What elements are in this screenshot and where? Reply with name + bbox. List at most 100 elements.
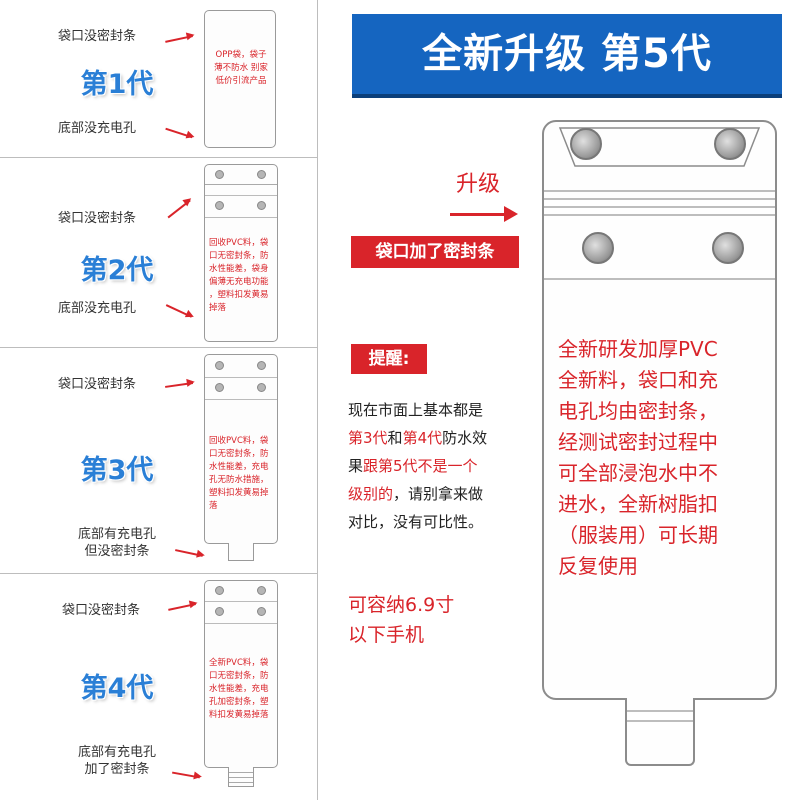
upgrade-arrow-icon	[450, 206, 518, 222]
gen4-note-bottom-line1: 底部有充电孔	[77, 745, 156, 760]
reminder-and: 和	[387, 429, 403, 447]
seal-stripe	[544, 190, 775, 192]
pouch-line: 回收PVC料，袋	[209, 238, 269, 248]
gen5-pouch-flap	[558, 127, 761, 167]
pouch-line: 孔无防水措施，	[209, 475, 269, 485]
pouch-line: 水性能差，袋身	[209, 264, 269, 274]
reminder-gen4: 第4代	[402, 429, 443, 447]
description-line: 进水，全新树脂扣	[558, 492, 718, 516]
gen2-arrow-bottom	[165, 304, 193, 318]
gen1-note-bottom: 底部没充电孔	[58, 121, 137, 136]
gen3-pouch: 回收PVC料，袋 口无密封条，防 水性能差，充电 孔无防水措施， 塑料扣发黄易掉…	[204, 354, 278, 544]
seal-stripe	[544, 198, 775, 200]
capacity-line: 可容纳6.9寸	[348, 594, 455, 616]
reminder-line: 第3代和第4代防水效	[348, 424, 528, 452]
headline-banner: 全新升级 第5代	[352, 14, 782, 94]
snap-button-icon	[257, 361, 266, 370]
gen1-arrow-bottom	[165, 127, 193, 138]
gen5-description: 全新研发加厚PVC 全新料，袋口和充 电孔均由密封条， 经测试密封过程中 可全部…	[558, 334, 764, 582]
seal-stripe	[627, 720, 693, 722]
gen3-pouch-text: 回收PVC料，袋 口无密封条，防 水性能差，充电 孔无防水措施， 塑料扣发黄易掉…	[209, 435, 277, 513]
description-line: 可全部浸泡水中不	[558, 461, 718, 485]
description-line: 经测试密封过程中	[558, 430, 718, 454]
reminder-line: 对比，没有可比性。	[348, 513, 484, 531]
gen1-pouch: OPP袋，袋子 薄不防水 别家 低价引流产品	[204, 10, 276, 148]
reminder-tail: 防水效	[442, 429, 488, 447]
snap-button-icon	[215, 201, 224, 210]
reminder-fragment: ，请别拿来做	[393, 485, 484, 503]
upgrade-label: 升级	[456, 172, 501, 197]
seal-stripe	[205, 217, 277, 218]
snap-button-icon	[215, 607, 224, 616]
gen3-arrow-top	[165, 382, 193, 388]
reminder-label: 提醒:	[351, 344, 427, 374]
snap-button-icon	[582, 232, 614, 264]
capacity-line: 以下手机	[348, 624, 425, 646]
seal-stripe	[205, 195, 277, 196]
reminder-line: 现在市面上基本都是	[348, 401, 484, 419]
snap-button-icon	[215, 361, 224, 370]
gen4-panel: 袋口没密封条 第4代 底部有充电孔 加了密封条 全新PVC料，袋 口无密封条，防…	[0, 574, 318, 800]
seal-stripe	[205, 601, 277, 602]
pouch-line: 落	[209, 501, 218, 511]
reminder-fragment: 跟第5代不是一个	[363, 457, 478, 475]
reminder-line: 级别的，请别拿来做	[348, 480, 528, 508]
gen4-note-bottom: 底部有充电孔 加了密封条	[58, 744, 176, 778]
seal-stripe	[544, 214, 775, 216]
seal-stripe	[229, 782, 253, 783]
gen1-panel: 袋口没密封条 第1代 底部没充电孔 OPP袋，袋子 薄不防水 别家 低价引流产品	[0, 0, 318, 158]
pouch-line: 低价引流产品	[215, 76, 267, 86]
seal-stripe	[205, 623, 277, 624]
description-line: 电孔均由密封条，	[558, 399, 718, 423]
pouch-line: 水性能差，充电	[209, 462, 269, 472]
gen3-note-top: 袋口没密封条	[58, 377, 137, 392]
seal-stripe	[627, 710, 693, 712]
reminder-line: 果跟第5代不是一个	[348, 452, 528, 480]
gen2-panel: 袋口没密封条 第2代 底部没充电孔 回收PVC料，袋 口无密封条，防 水性能差，…	[0, 158, 318, 348]
snap-button-icon	[257, 383, 266, 392]
seal-stripe	[544, 278, 775, 280]
pouch-line: 薄不防水 别家	[214, 63, 268, 73]
snap-button-icon	[257, 607, 266, 616]
pouch-line: 回收PVC料，袋	[209, 436, 269, 446]
gen2-title: 第2代	[80, 255, 154, 286]
gen4-note-bottom-line2: 加了密封条	[84, 762, 150, 777]
reminder-gen3: 第3代	[348, 429, 388, 447]
gen3-panel: 袋口没密封条 第3代 底部有充电孔 但没密封条 回收PVC料，袋 口无密封条，防…	[0, 348, 318, 574]
snap-button-icon	[257, 586, 266, 595]
seal-stripe	[229, 772, 253, 773]
pouch-line: ，塑料扣发黄易	[209, 290, 269, 300]
snap-button-icon	[257, 201, 266, 210]
snap-button-icon	[714, 128, 746, 160]
seal-stripe	[544, 206, 775, 208]
gen4-charging-tab	[228, 767, 254, 787]
gen4-note-top: 袋口没密封条	[62, 603, 141, 618]
gen3-charging-tab	[228, 543, 254, 561]
snap-button-icon	[570, 128, 602, 160]
gen4-title: 第4代	[80, 673, 154, 704]
description-line: （服装用）可长期	[558, 523, 718, 547]
seal-stripe	[205, 377, 277, 378]
snap-button-icon	[712, 232, 744, 264]
description-line: 全新料，袋口和充	[558, 368, 718, 392]
snap-button-icon	[215, 586, 224, 595]
pouch-line: 口无密封条，防	[209, 671, 269, 681]
snap-button-icon	[215, 170, 224, 179]
gen1-note-top: 袋口没密封条	[58, 29, 137, 44]
gen4-pouch-text: 全新PVC料，袋 口无密封条，防 水性能差，充电 孔加密封条，塑 料扣发黄易掉落	[209, 657, 277, 722]
pouch-line: 孔加密封条，塑	[209, 697, 269, 707]
banner-shadow	[352, 94, 782, 98]
gen4-arrow-bottom	[172, 771, 200, 778]
gen4-pouch: 全新PVC料，袋 口无密封条，防 水性能差，充电 孔加密封条，塑 料扣发黄易掉落	[204, 580, 278, 768]
generation-comparison-column: 袋口没密封条 第1代 底部没充电孔 OPP袋，袋子 薄不防水 别家 低价引流产品…	[0, 0, 318, 800]
description-line: 反复使用	[558, 554, 638, 578]
reminder-text: 现在市面上基本都是 第3代和第4代防水效 果跟第5代不是一个 级别的，请别拿来做…	[348, 396, 528, 536]
reminder-fragment: 级别的	[348, 485, 394, 503]
gen2-pouch-text: 回收PVC料，袋 口无密封条，防 水性能差，袋身 偏薄无充电功能 ，塑料扣发黄易…	[209, 237, 277, 315]
seal-feature-label: 袋口加了密封条	[351, 236, 519, 268]
gen1-title: 第1代	[80, 69, 154, 100]
pouch-line: 掉落	[209, 303, 227, 313]
gen2-note-bottom: 底部没充电孔	[58, 301, 137, 316]
gen1-pouch-text: OPP袋，袋子 薄不防水 别家 低价引流产品	[209, 49, 273, 88]
capacity-text: 可容纳6.9寸 以下手机	[348, 590, 518, 650]
